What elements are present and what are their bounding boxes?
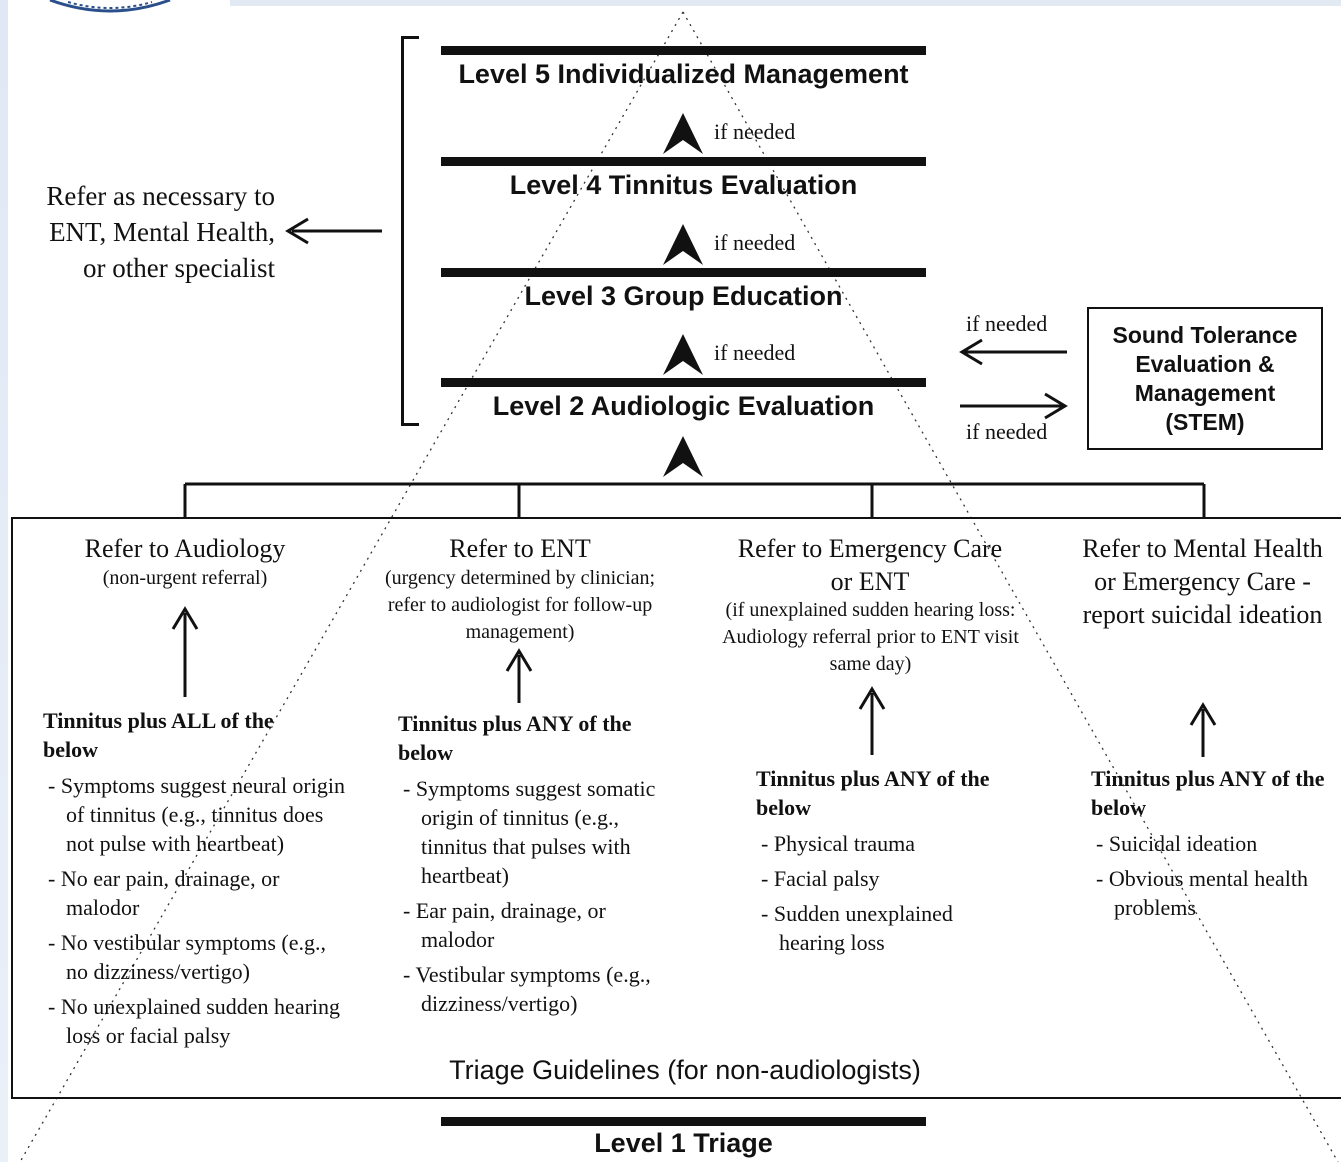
level-4-bar (441, 157, 926, 166)
level-1-bar (441, 1117, 926, 1126)
chevron-up-icon (663, 436, 703, 477)
column-note-ent: (urgency determined by clinician; refer … (384, 567, 656, 643)
criteria-heading-mental-health: Tinnitus plus ANY of the below (1091, 766, 1325, 820)
list-item: Symptoms suggest neural origin of tinnit… (48, 771, 348, 858)
if-needed-label: if needed (714, 119, 796, 144)
list-item: Suicidal ideation (1096, 829, 1316, 858)
list-item: No vestibular symptoms (e.g., no dizzine… (48, 928, 348, 986)
list-item: Ear pain, drainage, or malodor (403, 896, 683, 954)
arrow-up-icon (505, 648, 533, 672)
list-item: Vestibular symptoms (e.g., dizziness/ver… (403, 960, 683, 1018)
level-5-bar (441, 46, 926, 55)
level-5-label: Level 5 Individualized Management (458, 59, 909, 89)
criteria-list-ent: Symptoms suggest somatic origin of tinni… (403, 774, 683, 1024)
level-4-label: Level 4 Tinnitus Evaluation (509, 170, 858, 200)
refer-specialist-text: Refer as necessary to ENT, Mental Health… (10, 178, 275, 286)
arrow-left-icon (285, 217, 309, 245)
criteria-list-mental-health: Suicidal ideation Obvious mental health … (1096, 829, 1316, 928)
stem-line: Evaluation & (1135, 350, 1275, 377)
arrow-up-icon (171, 606, 199, 630)
criteria-heading-ent: Tinnitus plus ANY of the below (398, 711, 632, 765)
triage-box (11, 517, 1341, 1099)
refer-specialist-line: ENT, Mental Health, (49, 217, 275, 247)
list-item: Facial palsy (761, 864, 1001, 893)
criteria-list-audiology: Symptoms suggest neural origin of tinnit… (48, 771, 348, 1056)
if-needed-label: if needed (714, 230, 796, 255)
arrow-up-icon (1189, 702, 1217, 726)
level-2-bar (441, 378, 926, 387)
list-item: Sudden unexplained hearing loss (761, 899, 1001, 957)
criteria-list-emergency: Physical trauma Facial palsy Sudden unex… (761, 829, 1001, 963)
column-title-audiology: Refer to Audiology (84, 534, 286, 563)
column-note-audiology: (non-urgent referral) (102, 567, 268, 589)
refer-specialist-line: or other specialist (83, 253, 275, 283)
page-edge-strip (0, 0, 8, 1162)
stem-line: (STEM) (1165, 408, 1245, 435)
list-item: No ear pain, drainage, or malodor (48, 864, 348, 922)
list-item: No unexplained sudden hearing loss or fa… (48, 992, 348, 1050)
refer-specialist-line: Refer as necessary to (46, 181, 275, 211)
triage-caption: Triage Guidelines (for non-audiologists) (449, 1055, 921, 1085)
arrow-left-icon (959, 338, 983, 366)
if-needed-label: if needed (966, 419, 1048, 444)
column-note-emergency: (if unexplained sudden hearing loss: Aud… (722, 599, 1019, 675)
level-3-bar (441, 268, 926, 277)
list-item: Physical trauma (761, 829, 1001, 858)
logo-fragment (49, 0, 171, 13)
chevron-up-icon (663, 224, 703, 265)
list-item: Obvious mental health problems (1096, 864, 1316, 922)
list-item: Symptoms suggest somatic origin of tinni… (403, 774, 683, 890)
stem-line: Sound Tolerance (1112, 321, 1298, 348)
stem-line: Management (1134, 379, 1276, 406)
level-3-label: Level 3 Group Education (524, 281, 843, 311)
arrow-right-icon (1044, 392, 1068, 420)
chevron-up-icon (663, 334, 703, 375)
column-title-mental-health: Refer to Mental Health or Emergency Care… (1082, 534, 1323, 629)
column-title-emergency: Refer to Emergency Care or ENT (737, 534, 1003, 596)
if-needed-label: if needed (966, 311, 1048, 336)
chevron-up-icon (663, 113, 703, 154)
column-title-ent: Refer to ENT (449, 534, 591, 563)
header-banner (230, 0, 1341, 6)
stem-box: Sound Tolerance Evaluation & Management … (1087, 307, 1323, 450)
criteria-heading-emergency: Tinnitus plus ANY of the below (756, 766, 990, 820)
levels-bracket (401, 36, 419, 426)
criteria-heading-audiology: Tinnitus plus ALL of the below (43, 708, 274, 762)
level-2-label: Level 2 Audiologic Evaluation (492, 391, 875, 421)
if-needed-label: if needed (714, 340, 796, 365)
arrow-up-icon (858, 686, 886, 710)
level-1-label: Level 1 Triage (594, 1128, 773, 1158)
